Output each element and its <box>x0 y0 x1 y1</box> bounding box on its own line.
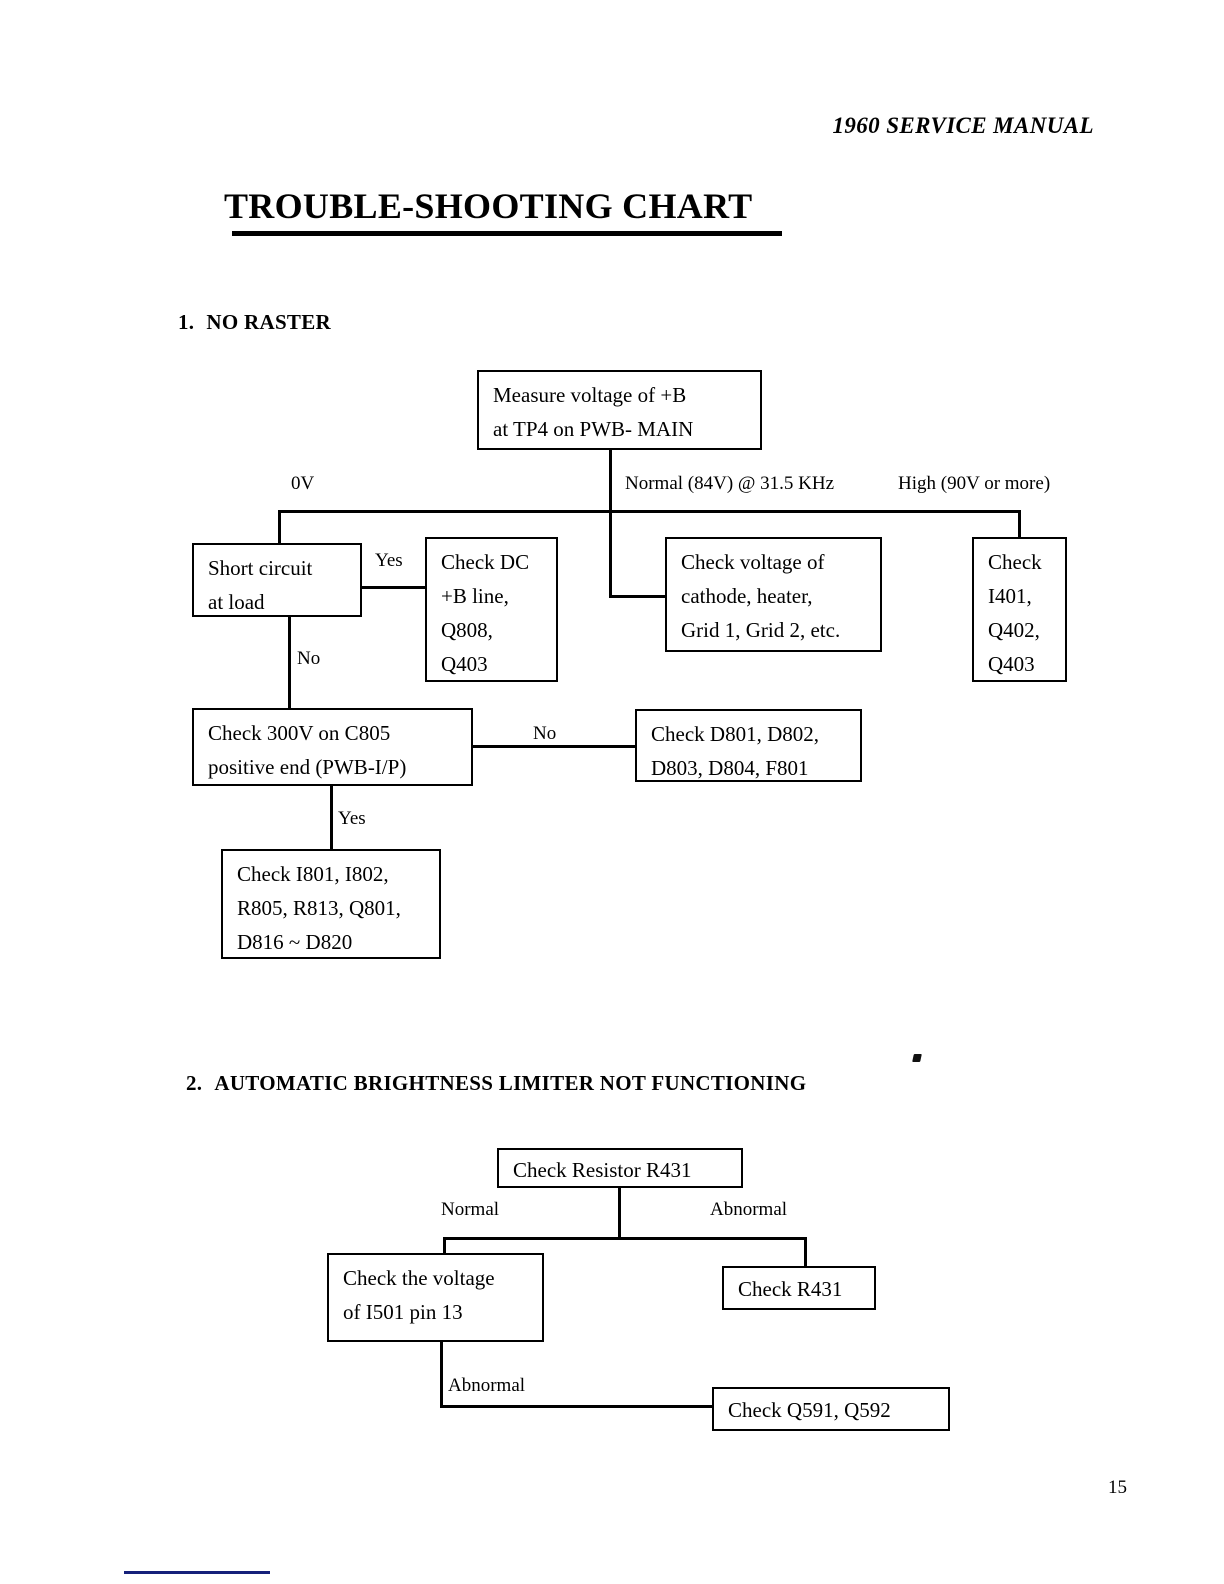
node-line: at TP4 on PWB- MAIN <box>493 417 694 442</box>
section-number: 2. <box>186 1071 203 1095</box>
connector-abnormal-down-2 <box>804 1237 807 1268</box>
flow-node-check-300v: Check 300V on C805 positive end (PWB-I/P… <box>192 708 473 786</box>
edge-label-normal-2: Normal <box>441 1199 500 1220</box>
connector-no-down <box>288 617 291 710</box>
node-line: Check 300V on C805 <box>208 721 391 745</box>
edge-label-yes-short: Yes <box>375 550 403 571</box>
edge-label-no-short: No <box>297 648 321 669</box>
section-title: NO RASTER <box>206 310 331 334</box>
node-line: Q403 <box>441 652 488 677</box>
node-line: +B line, <box>441 584 509 609</box>
section-heading-abl: 2. AUTOMATIC BRIGHTNESS LIMITER NOT FUNCT… <box>186 1071 806 1096</box>
connector-high-down <box>1018 510 1021 541</box>
edge-label-0v: 0V <box>291 473 315 494</box>
bottom-margin-rule <box>124 1571 270 1574</box>
node-line: Measure voltage of +B <box>493 383 687 407</box>
scan-artifact-speck <box>912 1054 922 1062</box>
node-line: Check Q591, Q592 <box>728 1398 891 1422</box>
node-line: Q403 <box>988 652 1035 677</box>
node-line: Check <box>988 550 1042 574</box>
connector-yes-down <box>330 786 333 851</box>
node-line: D816 ~ D820 <box>237 930 353 955</box>
node-line: Check the voltage <box>343 1266 495 1290</box>
connector-no-right <box>473 745 635 748</box>
node-line: Check voltage of <box>681 550 825 574</box>
edge-label-no-300v: No <box>533 723 557 744</box>
node-line: Check D801, D802, <box>651 722 819 746</box>
edge-label-abnormal-2: Abnormal <box>710 1199 788 1220</box>
node-line: R805, R813, Q801, <box>237 896 401 921</box>
flow-node-check-resistor-r431: Check Resistor R431 <box>497 1148 743 1188</box>
connector-normal-down <box>609 510 612 598</box>
edge-label-abnormal-3: Abnormal <box>448 1375 526 1396</box>
section-heading-no-raster: 1. NO RASTER <box>178 310 331 335</box>
node-line: cathode, heater, <box>681 584 813 609</box>
node-line: of I501 pin 13 <box>343 1300 463 1325</box>
title-underline <box>232 231 782 236</box>
flow-node-check-r431: Check R431 <box>722 1266 876 1310</box>
flow-node-check-i801: Check I801, I802, R805, R813, Q801, D816… <box>221 849 441 959</box>
node-line: Check DC <box>441 550 530 574</box>
node-line: D803, D804, F801 <box>651 756 809 781</box>
node-line: at load <box>208 590 265 615</box>
node-line: Check I801, I802, <box>237 862 389 886</box>
flow-node-check-dc: Check DC +B line, Q808, Q403 <box>425 537 558 682</box>
edge-label-high: High (90V or more) <box>898 473 1051 494</box>
node-line: Short circuit <box>208 556 313 580</box>
node-line: Q402, <box>988 618 1040 643</box>
edge-label-yes-300v: Yes <box>338 808 366 829</box>
flow-node-measure-voltage: Measure voltage of +B at TP4 on PWB- MAI… <box>477 370 762 450</box>
flow-node-check-diodes: Check D801, D802, D803, D804, F801 <box>635 709 862 782</box>
node-line: Grid 1, Grid 2, etc. <box>681 618 841 643</box>
flow-node-short-circuit: Short circuit at load <box>192 543 362 617</box>
node-line: Check Resistor R431 <box>513 1158 692 1182</box>
node-line: Q808, <box>441 618 493 643</box>
connector-abnormal-down-3 <box>440 1342 443 1408</box>
page-title: TROUBLE-SHOOTING CHART <box>224 186 753 226</box>
flow-node-check-q591: Check Q591, Q592 <box>712 1387 950 1431</box>
connector-normal-right <box>609 595 667 598</box>
edge-label-normal: Normal (84V) @ 31.5 KHz <box>625 473 835 494</box>
node-line: I401, <box>988 584 1032 609</box>
connector-abnormal-right <box>440 1405 714 1408</box>
manual-title: 1960 SERVICE MANUAL <box>832 113 1094 138</box>
connector-normal-down-2 <box>443 1237 446 1268</box>
section-title: AUTOMATIC BRIGHTNESS LIMITER NOT FUNCTIO… <box>214 1071 807 1095</box>
node-line: Check R431 <box>738 1277 843 1301</box>
node-line: positive end (PWB-I/P) <box>208 755 407 780</box>
connector-main-bus <box>278 510 1020 513</box>
connector-r431-down <box>618 1188 621 1239</box>
section-number: 1. <box>178 310 195 334</box>
flow-node-check-voltage-i501: Check the voltage of I501 pin 13 <box>327 1253 544 1342</box>
flow-node-check-cathode: Check voltage of cathode, heater, Grid 1… <box>665 537 882 652</box>
connector-start-down <box>609 450 612 512</box>
page-number: 15 <box>1108 1477 1127 1498</box>
flow-node-check-i401: Check I401, Q402, Q403 <box>972 537 1067 682</box>
connector-0v-down <box>278 510 281 545</box>
connector-sec2-bus <box>443 1237 806 1240</box>
connector-yes-right <box>362 586 425 589</box>
